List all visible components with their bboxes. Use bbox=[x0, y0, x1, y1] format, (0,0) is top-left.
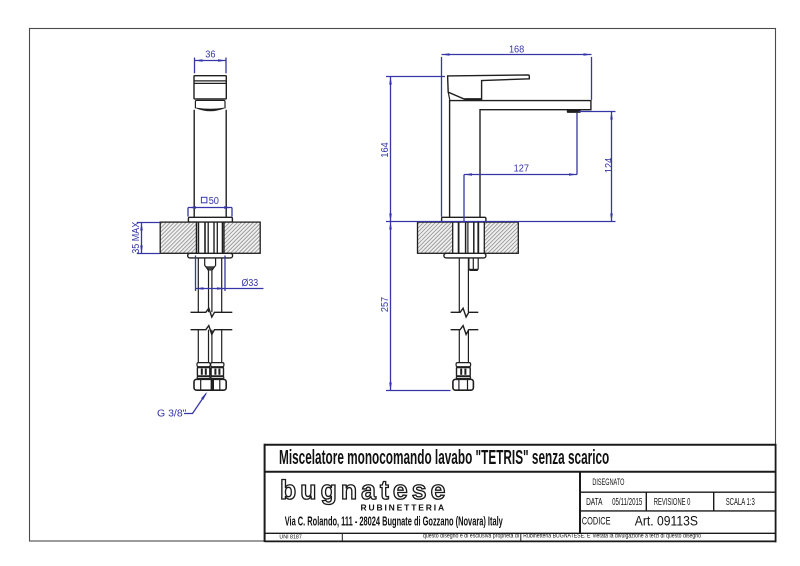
svg-text:124: 124 bbox=[604, 157, 615, 173]
svg-text:168: 168 bbox=[509, 44, 524, 55]
svg-text:CODICE: CODICE bbox=[582, 515, 611, 528]
svg-text:SCALA 1:3: SCALA 1:3 bbox=[726, 496, 755, 507]
svg-text:35 MAX: 35 MAX bbox=[131, 221, 143, 254]
svg-text:questo disegno è di esclusiva: questo disegno è di esclusiva proprietà … bbox=[423, 533, 519, 539]
svg-text:127: 127 bbox=[514, 163, 529, 174]
svg-text:REVISIONE 0: REVISIONE 0 bbox=[654, 496, 691, 507]
svg-text:bugnatese: bugnatese bbox=[280, 475, 449, 505]
svg-text:50: 50 bbox=[209, 195, 219, 206]
svg-text:05/11/2015: 05/11/2015 bbox=[612, 496, 643, 507]
svg-text:36: 36 bbox=[205, 49, 215, 60]
svg-text:G 3/8": G 3/8" bbox=[157, 407, 187, 419]
svg-text:Art. 09113S: Art. 09113S bbox=[635, 513, 698, 529]
svg-text:RUBINETTERIA: RUBINETTERIA bbox=[361, 502, 446, 512]
svg-text:Via C. Rolando, 111 - 28024 Bu: Via C. Rolando, 111 - 28024 Bugnate di G… bbox=[285, 515, 503, 530]
svg-text:DATA: DATA bbox=[586, 497, 603, 508]
svg-text:Ø33: Ø33 bbox=[242, 276, 259, 288]
svg-text:Rubinetteria BUGNATESE. E' vie: Rubinetteria BUGNATESE. E' vietata la di… bbox=[523, 533, 701, 539]
svg-text:Miscelatore monocomando lavabo: Miscelatore monocomando lavabo "TETRIS" … bbox=[279, 447, 609, 469]
svg-text:DISEGNATO: DISEGNATO bbox=[592, 477, 624, 488]
svg-text:164: 164 bbox=[380, 142, 391, 158]
svg-text:UNI 8187: UNI 8187 bbox=[279, 534, 301, 540]
svg-text:257: 257 bbox=[380, 297, 391, 312]
